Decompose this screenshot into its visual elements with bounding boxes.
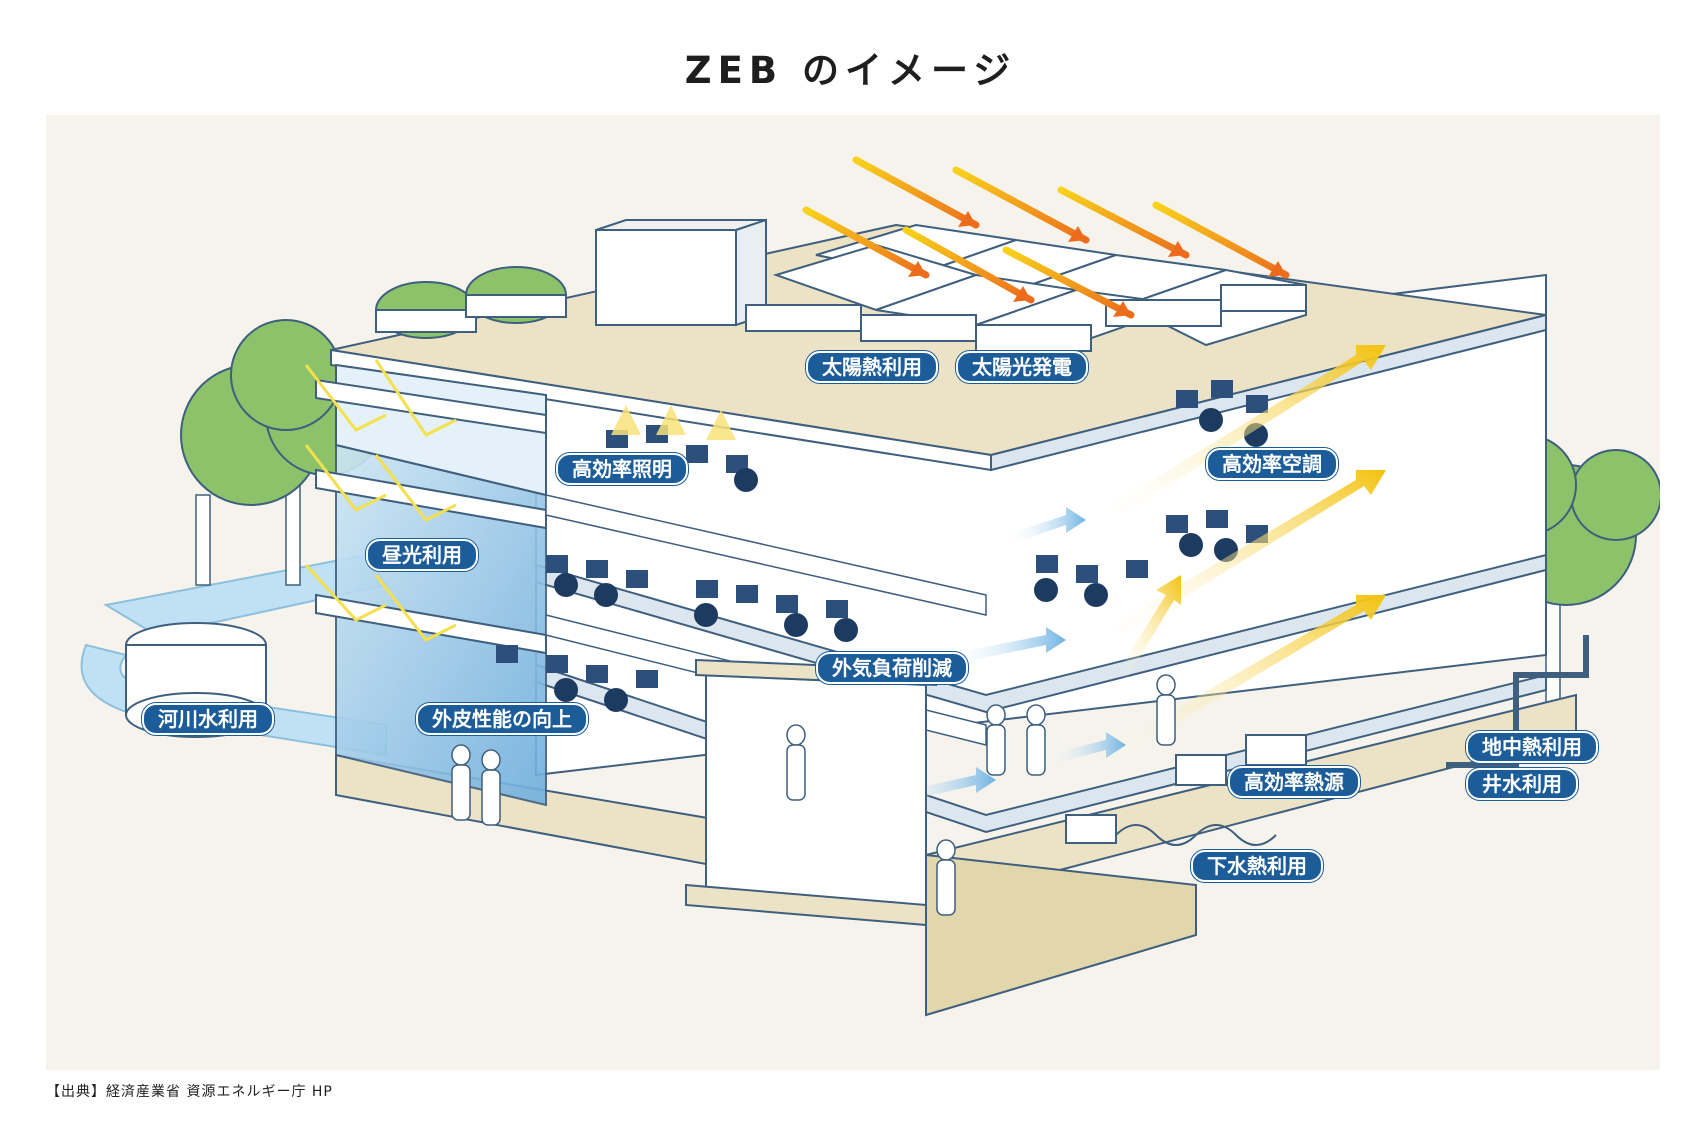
rooftop-greenery [375, 266, 567, 339]
daylight-arrows [304, 359, 457, 642]
rooftop-equipment-box [595, 218, 767, 327]
label-efficient-ac: 高効率空調 [1206, 448, 1338, 480]
solar-panels [745, 223, 1307, 352]
heat-source-equipment [1065, 734, 1307, 844]
office-furniture [496, 380, 1268, 688]
page-title: ZEB のイメージ [684, 49, 1017, 92]
light-shelves [315, 378, 547, 655]
sewage-coil [1115, 824, 1277, 846]
zeb-illustration: 太陽熱利用 太陽光発電 高効率照明 高効率空調 昼光利用 外気負荷削減 河川水利… [46, 115, 1660, 1070]
label-envelope: 外皮性能の向上 [416, 703, 588, 735]
entrance [685, 658, 937, 927]
building-illustration [80, 156, 1660, 1017]
sunlight-arrows [802, 156, 1290, 319]
label-daylight: 昼光利用 [366, 539, 478, 571]
label-well-water: 井水利用 [1466, 768, 1578, 800]
source-credit: 【出典】経済産業省 資源エネルギー庁 HP [46, 1084, 333, 1100]
sun-arrowheads [908, 211, 1286, 317]
label-outside-air-load: 外気負荷削減 [816, 652, 968, 684]
ground-pipe [1446, 635, 1589, 768]
label-efficient-lighting: 高効率照明 [556, 453, 688, 485]
label-geothermal: 地中熱利用 [1466, 731, 1598, 763]
label-efficient-heat-source: 高効率熱源 [1228, 766, 1360, 798]
people [451, 674, 1176, 916]
label-solar-heat: 太陽熱利用 [806, 351, 938, 383]
label-sewage-heat: 下水熱利用 [1191, 850, 1323, 882]
label-river-water: 河川水利用 [142, 703, 274, 735]
lighting-glow [611, 405, 736, 440]
label-solar-power: 太陽光発電 [956, 351, 1088, 383]
